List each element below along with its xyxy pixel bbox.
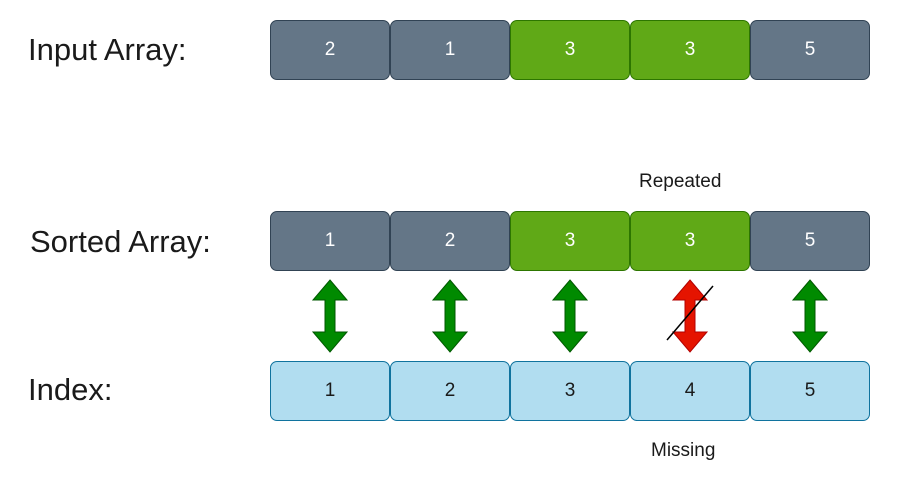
repeated-note: Repeated: [639, 171, 722, 192]
match-arrow-icon: [551, 279, 589, 353]
missing-note: Missing: [651, 440, 716, 461]
input-cell: 5: [750, 20, 870, 80]
input-cell: 2: [270, 20, 390, 80]
sorted-cell: 1: [270, 211, 390, 271]
index-cell: 3: [510, 361, 630, 421]
index-cell: 5: [750, 361, 870, 421]
index-label: Index:: [28, 372, 113, 407]
input-cell: 1: [390, 20, 510, 80]
input-array-label: Input Array:: [28, 32, 187, 67]
sorted-array: 1 2 3 3 5: [270, 211, 870, 271]
input-array: 2 1 3 3 5: [270, 20, 870, 80]
index-cell: 4: [630, 361, 750, 421]
index-cell: 2: [390, 361, 510, 421]
sorted-cell: 3: [510, 211, 630, 271]
sorted-array-label: Sorted Array:: [30, 224, 211, 259]
sorted-cell: 3: [630, 211, 750, 271]
input-cell: 3: [510, 20, 630, 80]
sorted-cell: 2: [390, 211, 510, 271]
mismatch-arrow-icon: [666, 279, 714, 353]
input-cell: 3: [630, 20, 750, 80]
match-arrow-icon: [791, 279, 829, 353]
strike-line: [666, 285, 714, 341]
index-cell: 1: [270, 361, 390, 421]
match-arrow-icon: [431, 279, 469, 353]
match-arrow-icon: [311, 279, 349, 353]
index-array: 1 2 3 4 5: [270, 361, 870, 421]
sorted-cell: 5: [750, 211, 870, 271]
